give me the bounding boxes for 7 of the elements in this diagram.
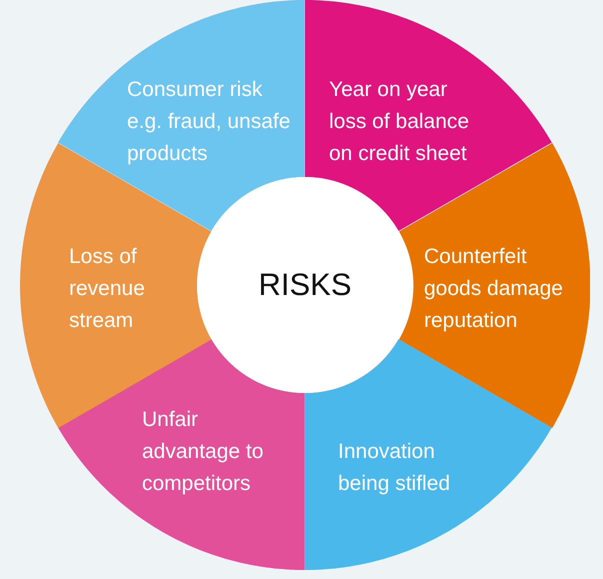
segment-label: Unfair advantage to competitors [142, 407, 264, 497]
segment-label: Counterfeit goods damage reputation [424, 244, 564, 334]
segment-label: Innovation being stifled [338, 439, 452, 497]
segment-label: Year on year loss of balance on credit sheet [329, 77, 470, 167]
segment-label: Loss of revenue stream [69, 244, 146, 334]
center-title: RISKS [258, 267, 352, 303]
segment-label: Consumer risk e.g. fraud, unsafe products [126, 77, 292, 167]
